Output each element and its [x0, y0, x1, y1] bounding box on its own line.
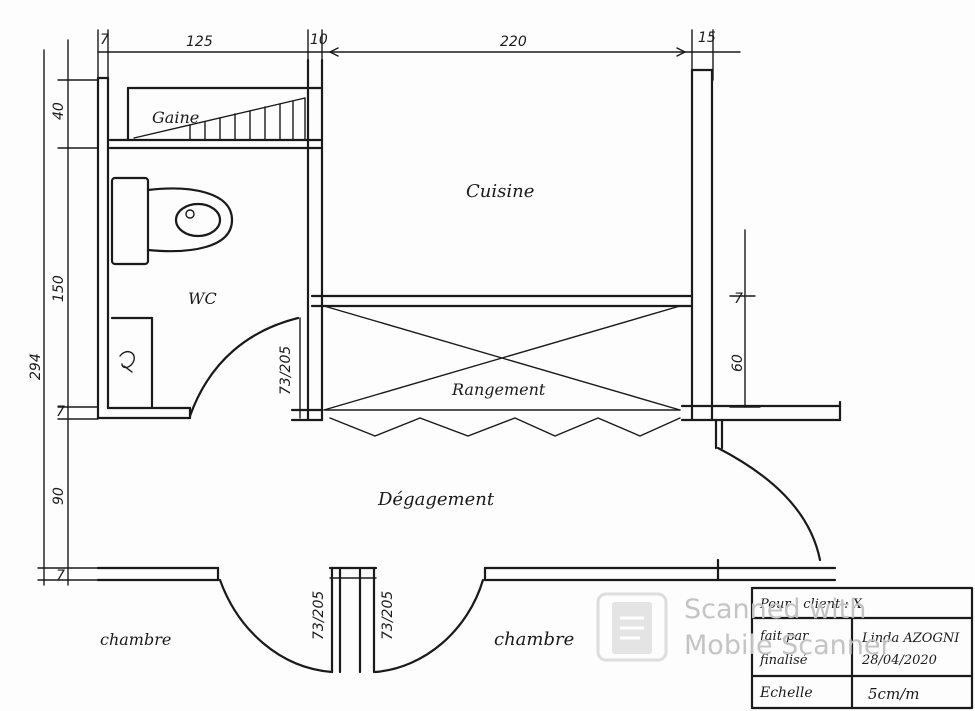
watermark-line1: Scanned with [684, 594, 866, 625]
dim-left-294: 294 [28, 353, 44, 380]
left-dimension-line [37, 39, 99, 586]
door-frame-center [328, 566, 378, 674]
bottom-right-door-swing [372, 566, 485, 674]
title-block-date: 28/04/2020 [861, 653, 937, 668]
dim-top-125: 125 [186, 34, 213, 50]
dim-left-90: 90 [51, 487, 67, 505]
title-block [750, 586, 974, 710]
dim-door-bottom-right: 73/205 [380, 591, 396, 640]
sink-icon [110, 316, 154, 410]
dim-left-7b: 7 [56, 568, 65, 584]
title-block-scale-label: Echelle [759, 685, 813, 701]
dim-door-bottom-left: 73/205 [311, 591, 327, 640]
room-label-chambre-right: chambre [494, 629, 574, 650]
walls [96, 58, 842, 582]
watermark-line2: Mobile Scanner [684, 630, 893, 661]
scanner-logo-icon [596, 592, 668, 662]
dim-top-7: 7 [100, 32, 109, 48]
title-block-scale-value: 5cm/m [868, 685, 919, 703]
room-label-chambre-left: chambre [100, 630, 171, 649]
folding-doors [329, 417, 681, 437]
wc-door-swing [188, 316, 301, 419]
dim-right-60: 60 [730, 354, 746, 372]
dim-top-15: 15 [698, 30, 716, 46]
rangement-cross [323, 305, 681, 411]
bottom-left-door-swing [218, 566, 334, 674]
toilet-icon [110, 176, 234, 266]
room-label-rangement: Rangement [451, 380, 546, 399]
right-dimension-line [729, 229, 761, 408]
dim-left-7: 7 [56, 404, 65, 420]
dim-top-10: 10 [310, 32, 328, 48]
dim-door-wc: 73/205 [278, 346, 294, 395]
dim-right-7: 7 [734, 291, 743, 307]
title-block-client: Pour : client : X [759, 597, 863, 612]
dim-top-220: 220 [500, 34, 527, 50]
room-label-degagement: Dégagement [377, 489, 495, 510]
top-dimension-line [97, 29, 741, 81]
gaine-hatch [133, 97, 306, 141]
dim-left-40: 40 [51, 102, 67, 120]
right-door-swing [714, 418, 822, 562]
room-label-cuisine: Cuisine [466, 181, 534, 202]
title-block-label-b: finalisé [759, 653, 808, 668]
room-label-wc: WC [188, 289, 217, 308]
title-block-label-a: fait par [759, 629, 809, 644]
title-block-author: Linda AZOGNI [861, 631, 960, 646]
dim-left-150: 150 [51, 275, 67, 302]
room-label-gaine: Gaine [152, 108, 199, 127]
